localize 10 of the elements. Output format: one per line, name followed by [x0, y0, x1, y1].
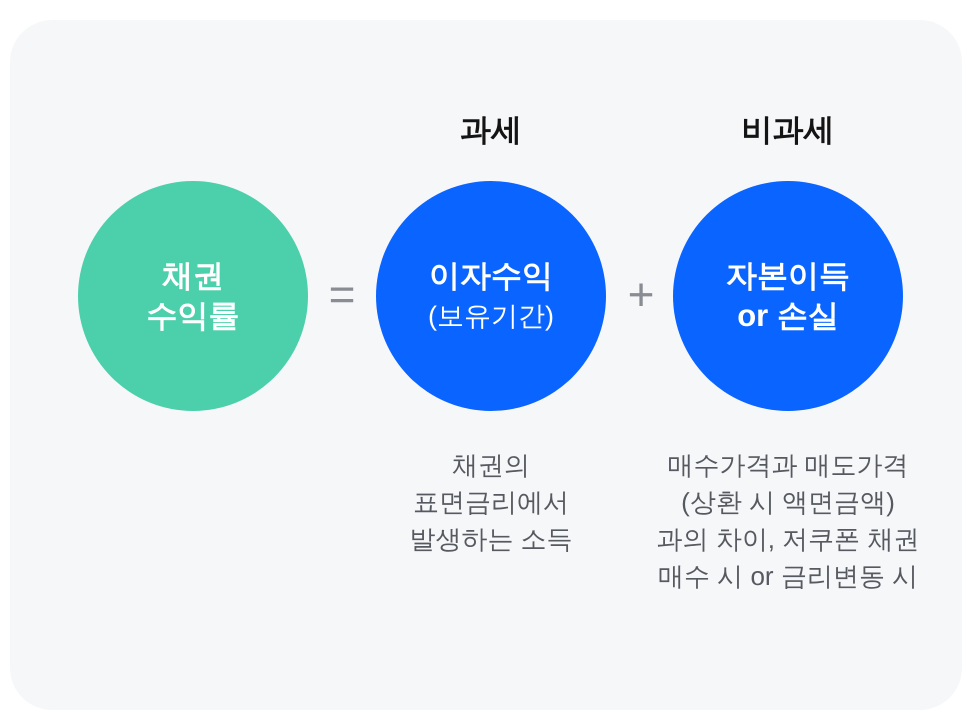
column-heading: 비과세 — [742, 111, 834, 149]
circle-title: 채권 수익률 — [146, 257, 240, 335]
plus-sign: + — [628, 271, 654, 317]
circle-subtitle: (보유기간) — [428, 300, 554, 333]
column-heading: 과세 — [460, 111, 522, 149]
circle-title: 이자수익 — [429, 257, 553, 295]
description-text: 채권의 표면금리에서 발생하는 소득 — [409, 449, 573, 556]
circle-title: 자본이득 or 손실 — [726, 257, 850, 335]
equals-sign: = — [328, 271, 356, 317]
description-text: 매수가격과 매도가격 (상환 시 액면금액) 과의 차이, 저쿠폰 채권 매수 시 or 금리변동 시 — [656, 449, 920, 593]
